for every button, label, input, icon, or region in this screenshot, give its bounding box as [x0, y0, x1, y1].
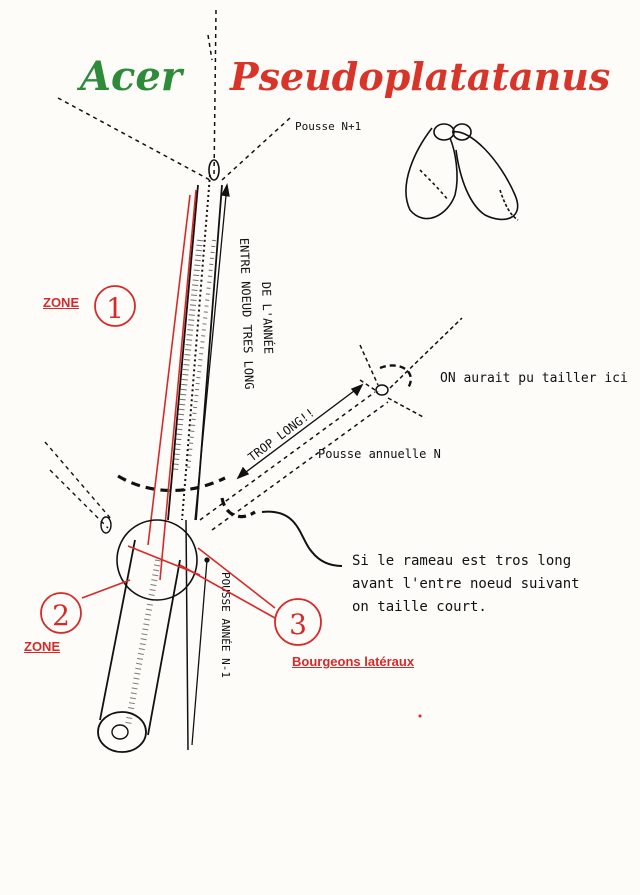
zone3-number-circle	[274, 598, 322, 646]
pousse-n1-label: Pousse N+1	[295, 120, 361, 133]
old-trunk	[97, 519, 189, 753]
ink-dot	[418, 714, 422, 718]
zone1-label: ZONE	[43, 295, 80, 310]
zone1-lines	[147, 189, 197, 581]
bourgeons-lateraux-label: Bourgeons latéraux	[292, 654, 415, 669]
note-line-3: on taille court.	[352, 599, 487, 615]
lateral-shoot	[199, 317, 463, 531]
entre-noeud-label: ENTRE NOEUD TRES LONG	[237, 238, 256, 390]
on-aurait-label: ON aurait pu tailler ici	[440, 371, 628, 386]
cut-mark-curve	[379, 364, 412, 389]
pousse-annuelle-label: Pousse annuelle N	[318, 447, 441, 461]
trop-long-label: TROP LONG!!	[245, 405, 317, 464]
left-lateral-lines	[44, 441, 113, 534]
zone3-pointers	[179, 547, 276, 619]
main-branch	[167, 159, 223, 521]
zone2-label: ZONE	[24, 639, 61, 654]
cut-arc-right	[220, 497, 256, 519]
note-pointer	[261, 510, 343, 567]
entre-noeud-arrow	[194, 182, 230, 521]
zone2-circle	[116, 519, 198, 601]
note-line-2: avant l'entre noeud suivant	[352, 576, 580, 592]
zone1-number-circle	[94, 285, 136, 327]
zone1-number: 1	[106, 292, 124, 325]
zone2-number: 2	[52, 599, 70, 632]
title-acer: Acer	[76, 53, 185, 100]
samara-seed-drawing	[405, 123, 519, 221]
de-lannee-label: DE L'ANNÉE	[259, 282, 277, 355]
trop-long-arrow	[236, 383, 364, 480]
zone2-number-circle	[40, 592, 82, 634]
title-pseudoplatatanus: Pseudoplatatanus	[229, 54, 610, 99]
pousse-annee-n-1-label: POUSSE ANNÉE N-1	[219, 572, 232, 678]
zone3-number: 3	[289, 608, 307, 641]
note-line-1: Si le rameau est tros long	[352, 553, 571, 569]
pousse-n-1-arrow	[191, 557, 210, 746]
